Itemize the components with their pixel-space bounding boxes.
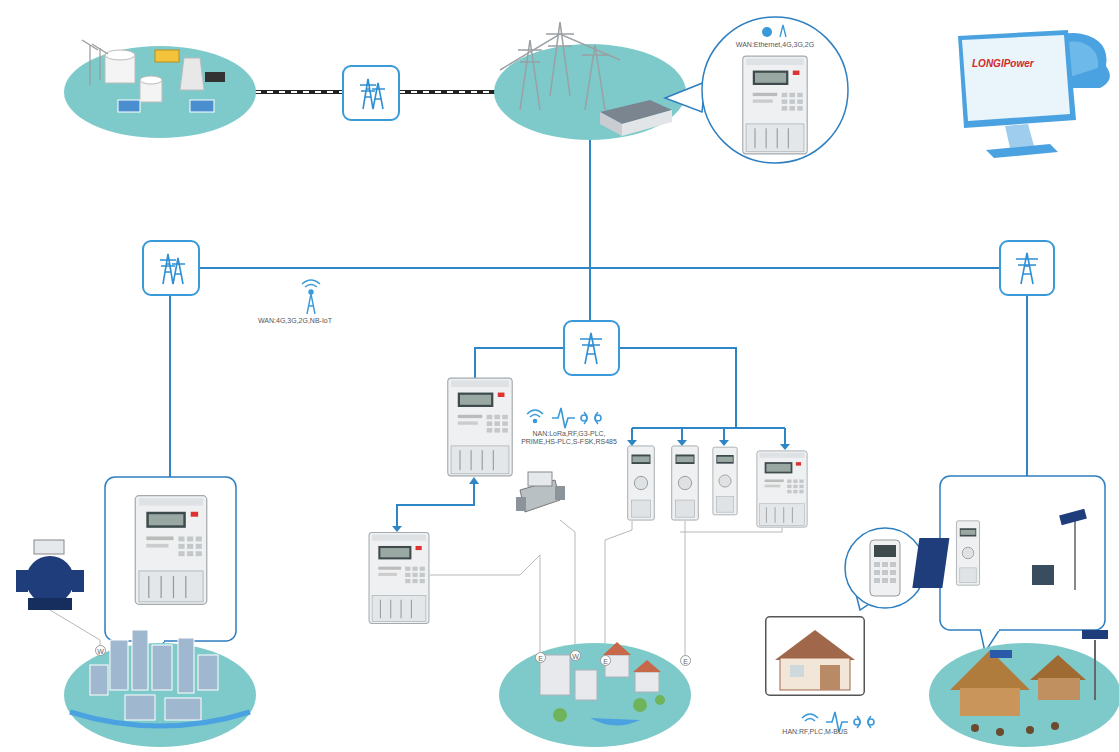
town-island [499, 642, 691, 747]
village-island [929, 630, 1119, 747]
callout-node: WAN:Ethernet,4G,3G,2G [700, 15, 850, 165]
callout-tail [665, 82, 705, 112]
monitor-node: LONGIPower [950, 28, 1085, 163]
monitor-shape [950, 28, 1085, 163]
callout-letter: W [570, 650, 581, 661]
meters [369, 378, 807, 623]
water-meter [516, 472, 565, 512]
callout-letter: W [95, 645, 106, 656]
wire-arrowheads [392, 378, 790, 532]
water-meter [16, 540, 84, 610]
house-node: HAN:RF,PLC,M-BUS [765, 616, 865, 696]
city-island [64, 630, 256, 747]
power-plant [64, 40, 256, 138]
village-callout [912, 476, 1105, 652]
node-text: HAN:RF,PLC,M-BUS [745, 728, 885, 735]
grid-lines [168, 140, 1028, 528]
network-icons [527, 408, 601, 428]
protocol-label: NAN:LoRa,RF,G3-PLC, PRIME,HS-PLC,S-FSK,R… [518, 430, 620, 446]
antenna-icon [302, 280, 320, 314]
node-text: LONGIPower [972, 58, 1062, 69]
callout-letter: E [600, 655, 611, 666]
callout-letter: E [680, 655, 691, 666]
handheld-callout [845, 528, 925, 608]
callout-letter: E [535, 652, 546, 663]
house-box [765, 616, 865, 696]
house [775, 630, 855, 690]
pole-icon [564, 321, 619, 375]
transmission-icon [343, 66, 399, 120]
transmission-icon [143, 241, 199, 295]
pole-icon [1000, 241, 1054, 295]
node-text: WAN:Ethernet,4G,3G,2G [700, 41, 850, 48]
protocol-label: WAN:4G,3G,2G,NB-IoT [258, 317, 358, 325]
city-callout [105, 477, 236, 664]
substation [494, 22, 686, 140]
callout-circle [700, 15, 850, 165]
